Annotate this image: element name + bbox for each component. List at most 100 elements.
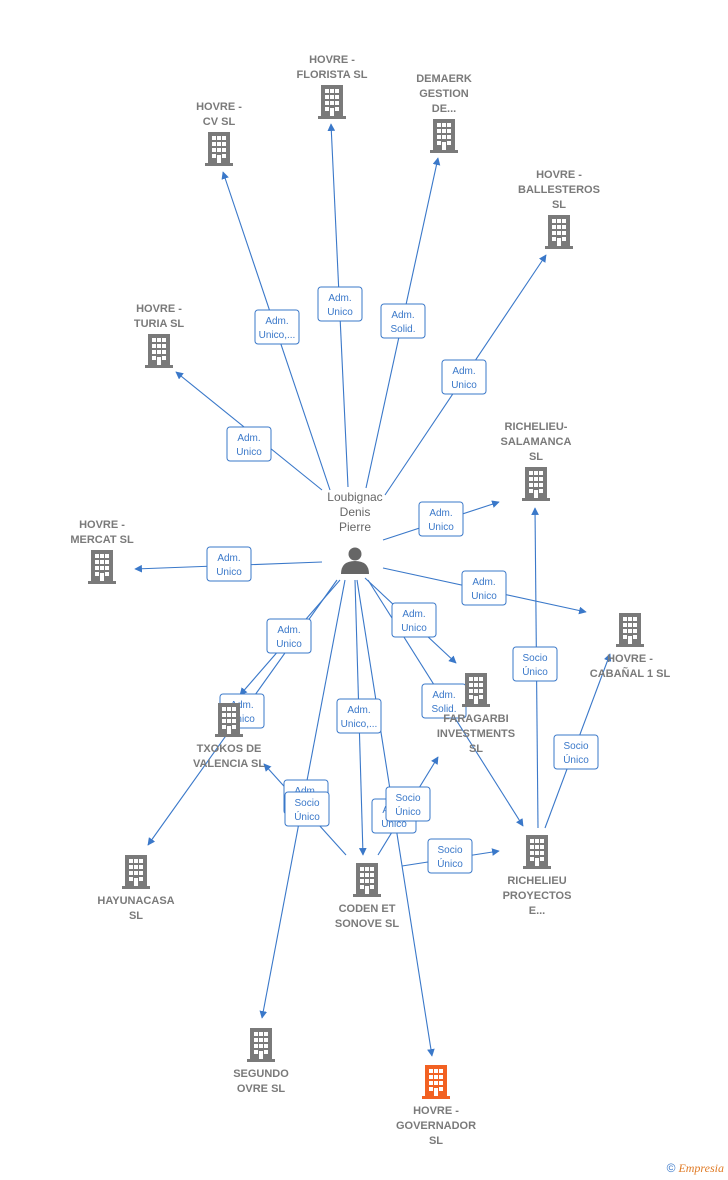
edge-label-text: Adm. bbox=[277, 625, 300, 636]
edge-label-text: Adm. bbox=[265, 316, 288, 327]
edge-label-text: Único bbox=[294, 810, 320, 823]
company-name-line: DE... bbox=[432, 103, 456, 115]
edge-label-P-to-cabanal[interactable]: Adm.Unico bbox=[461, 570, 507, 606]
edge-label-text: Adm. bbox=[230, 700, 253, 711]
edge-label-text: Solid. bbox=[431, 704, 456, 715]
edge-label-P-to-mercat[interactable]: Adm.Unico bbox=[206, 546, 252, 582]
edge-label-P-to-florista[interactable]: Adm.Unico bbox=[317, 286, 363, 322]
company-name-line: FARAGARBI bbox=[443, 713, 508, 725]
company-name-line: CV SL bbox=[203, 116, 236, 128]
company-name-line: OVRE SL bbox=[237, 1083, 286, 1095]
company-node-coden[interactable]: CODEN ET SONOVE SL bbox=[335, 863, 399, 930]
edge-label-text: Unico bbox=[381, 819, 407, 830]
company-name-line: SEGUNDO bbox=[233, 1068, 289, 1080]
edge-label-text: Unico bbox=[216, 567, 242, 578]
edge-label-text: Socio bbox=[437, 845, 462, 856]
company-name-line: RICHELIEU bbox=[507, 875, 566, 887]
edge-label-text: Unico bbox=[229, 714, 255, 725]
edge-label-text: Adm. bbox=[347, 705, 370, 716]
edge-label-box bbox=[266, 618, 312, 654]
edge-label-text: Adm. bbox=[391, 310, 414, 321]
edge-label-text: Unico,... bbox=[341, 719, 378, 730]
company-name-line: CABAÑAL 1 SL bbox=[590, 667, 671, 680]
copyright-icon: © bbox=[666, 1161, 676, 1175]
company-node-mercat[interactable]: HOVRE - MERCAT SL bbox=[70, 519, 134, 584]
edge-label-text: Unico bbox=[428, 522, 454, 533]
company-node-cv[interactable]: HOVRE - CV SL bbox=[196, 101, 242, 166]
company-name-line: HOVRE - bbox=[413, 1105, 459, 1117]
edge-label-P-to-turia[interactable]: Adm.Unico bbox=[226, 426, 272, 462]
edge-label-text: Único bbox=[563, 753, 589, 766]
edge-label-text: Solid. bbox=[390, 324, 415, 335]
edge-label-text: Adm. bbox=[452, 366, 475, 377]
company-name-line: CODEN ET bbox=[339, 903, 396, 915]
edge-label-P-to-ballesteros[interactable]: Adm.Unico bbox=[441, 359, 487, 395]
edge-label-box bbox=[317, 286, 363, 322]
company-name-line: HOVRE - bbox=[607, 653, 653, 665]
edge-label-text: Único bbox=[395, 805, 421, 818]
edge-label-P-to-cv[interactable]: Adm.Unico,... bbox=[254, 309, 300, 345]
building-icon bbox=[215, 703, 243, 737]
edge-label-text: Único bbox=[437, 857, 463, 870]
company-name-line: SONOVE SL bbox=[335, 918, 399, 930]
company-name-line: HOVRE - bbox=[79, 519, 125, 531]
building-icon bbox=[247, 1028, 275, 1062]
company-node-turia[interactable]: HOVRE -TURIA SL bbox=[134, 303, 185, 368]
edge-label-box bbox=[226, 426, 272, 462]
edge-label-P-to-proyectos[interactable]: Adm. Solid. bbox=[421, 683, 467, 719]
company-name-line: SL bbox=[429, 1135, 443, 1147]
company-name-line: VALENCIA SL bbox=[193, 758, 265, 770]
edge-label-box bbox=[441, 359, 487, 395]
company-name-line: SL bbox=[529, 451, 543, 463]
edge-label-box bbox=[385, 786, 431, 822]
edge-label-P-to-demaerk[interactable]: Adm. Solid. bbox=[380, 303, 426, 339]
building-icon bbox=[523, 835, 551, 869]
company-node-florista[interactable]: HOVRE -FLORISTA SL bbox=[297, 54, 368, 119]
company-name-line: SL bbox=[552, 199, 566, 211]
edge-label-box bbox=[206, 546, 252, 582]
company-node-segundo[interactable]: SEGUNDO OVRE SL bbox=[233, 1028, 289, 1095]
company-node-proyectos[interactable]: RICHELIEUPROYECTOSE... bbox=[503, 835, 572, 917]
company-node-cabanal[interactable]: HOVRE - CABAÑAL 1 SL bbox=[590, 613, 671, 680]
company-name-line: MERCAT SL bbox=[70, 534, 134, 546]
edge-label-text: Adm. bbox=[237, 433, 260, 444]
building-icon bbox=[122, 855, 150, 889]
building-icon bbox=[205, 132, 233, 166]
company-name-line: PROYECTOS bbox=[503, 890, 572, 902]
company-node-demaerk[interactable]: DEMAERKGESTIONDE... bbox=[416, 73, 472, 153]
edge-label-box bbox=[336, 698, 382, 734]
edge-label-text: Único bbox=[522, 665, 548, 678]
brand-logo: Empresia bbox=[678, 1161, 724, 1175]
edge-label-box bbox=[380, 303, 426, 339]
building-icon bbox=[422, 1065, 450, 1099]
edge-label-text: Adm. bbox=[432, 690, 455, 701]
company-name-line: HOVRE - bbox=[309, 54, 355, 66]
person-name-line: Loubignac bbox=[327, 490, 382, 504]
edge-label-P-to-faragarbi[interactable]: Adm.Unico bbox=[391, 602, 437, 638]
company-name-line: INVESTMENTS bbox=[437, 728, 515, 740]
company-name-line: SALAMANCA bbox=[501, 436, 572, 448]
edge-label-box bbox=[391, 602, 437, 638]
edge-label-P-to-salamanca[interactable]: Adm.Unico bbox=[418, 501, 464, 537]
edge-label-P-to-txokos[interactable]: Adm.Unico bbox=[266, 618, 312, 654]
edge-label-text: Socio bbox=[294, 798, 319, 809]
company-name-line: HOVRE - bbox=[196, 101, 242, 113]
edge-label-text: Socio bbox=[395, 793, 420, 804]
edge-label-box bbox=[284, 791, 330, 827]
edge-label-P-to-coden[interactable]: Adm. Unico,... bbox=[336, 698, 382, 734]
company-name-line: DEMAERK bbox=[416, 73, 472, 85]
brand-footer: ©Empresia bbox=[667, 1161, 724, 1176]
edge-label-text: Unico bbox=[327, 307, 353, 318]
